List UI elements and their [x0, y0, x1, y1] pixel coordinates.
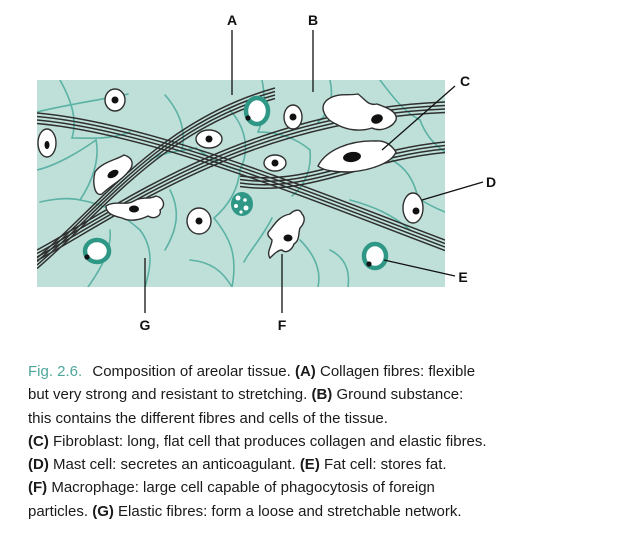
cell	[37, 128, 57, 158]
caption-key-D: (D)	[28, 456, 49, 474]
caption-key-E: (E)	[299, 456, 320, 474]
cell	[105, 195, 165, 221]
label-E: E	[458, 269, 467, 285]
caption-title: Composition of areolar tissue.	[92, 363, 291, 380]
caption-key-G: (G)	[92, 502, 114, 520]
fibroblast	[317, 140, 397, 173]
fat-cell	[243, 95, 271, 127]
caption-line-1: Fig. 2.6. Composition of areolar tissue.…	[28, 360, 613, 383]
caption-key-C: (C)	[28, 432, 49, 450]
caption-key-A: (A)	[294, 363, 316, 380]
cell	[263, 154, 287, 172]
caption-text-C: Fibroblast: long, flat cell that produce…	[53, 432, 487, 450]
mast-cell	[402, 192, 424, 224]
caption-key-B: (B)	[311, 386, 333, 404]
caption-text-B-cont: this contains the different fibres and c…	[28, 409, 388, 427]
macrophage	[267, 209, 305, 260]
caption-text-F: Macrophage: large cell capable of phagoc…	[51, 479, 435, 497]
caption-line-6: (F) Macrophage: large cell capable of ph…	[28, 476, 613, 499]
caption-text-G: Elastic fibres: form a loose and stretch…	[118, 502, 462, 520]
label-B: B	[308, 12, 318, 28]
caption-line-7: particles. (G) Elastic fibres: form a lo…	[28, 500, 613, 523]
small-cells	[37, 88, 303, 235]
caption-text-F-cont: particles.	[28, 502, 89, 520]
cell	[186, 207, 212, 235]
cell	[104, 88, 126, 112]
label-C: C	[460, 73, 470, 89]
areolar-tissue-diagram: A B C D E F G	[37, 12, 496, 333]
label-D: D	[486, 174, 496, 190]
amoeboid-cells	[93, 93, 397, 221]
caption-line-3: this contains the different fibres and c…	[28, 407, 613, 430]
granular-cell	[231, 192, 253, 216]
caption-text-B: Ground substance:	[336, 386, 464, 404]
label-A: A	[227, 12, 237, 28]
figure-caption: Fig. 2.6. Composition of areolar tissue.…	[28, 360, 613, 523]
caption-text-E: Fat cell: stores fat.	[323, 456, 447, 474]
label-F: F	[278, 317, 287, 333]
cell	[322, 93, 397, 131]
caption-line-5: (D) Mast cell: secretes an anticoagulant…	[28, 453, 613, 476]
fat-cell	[361, 241, 389, 271]
collagen-fibre-1	[37, 112, 445, 252]
cell	[195, 129, 223, 149]
fat-cell	[82, 237, 112, 265]
leader-line-C	[381, 85, 456, 151]
caption-text-A-cont: but very strong and resistant to stretch…	[28, 386, 308, 404]
caption-text-A: Collagen fibres: flexible	[319, 363, 476, 380]
caption-line-4: (C) Fibroblast: long, flat cell that pro…	[28, 430, 613, 453]
cell	[283, 104, 303, 130]
leader-line-D	[421, 181, 484, 201]
fat-cells	[82, 95, 389, 271]
leader-line-E	[383, 259, 456, 277]
collagen-fibre-3	[37, 87, 276, 270]
label-G: G	[140, 317, 151, 333]
caption-line-2: but very strong and resistant to stretch…	[28, 383, 613, 406]
leader-lines	[144, 30, 484, 313]
caption-text-D: Mast cell: secretes an anticoagulant.	[53, 456, 296, 474]
cell	[93, 154, 133, 196]
caption-key-F: (F)	[28, 479, 48, 497]
figure-number: Fig. 2.6.	[28, 363, 83, 380]
